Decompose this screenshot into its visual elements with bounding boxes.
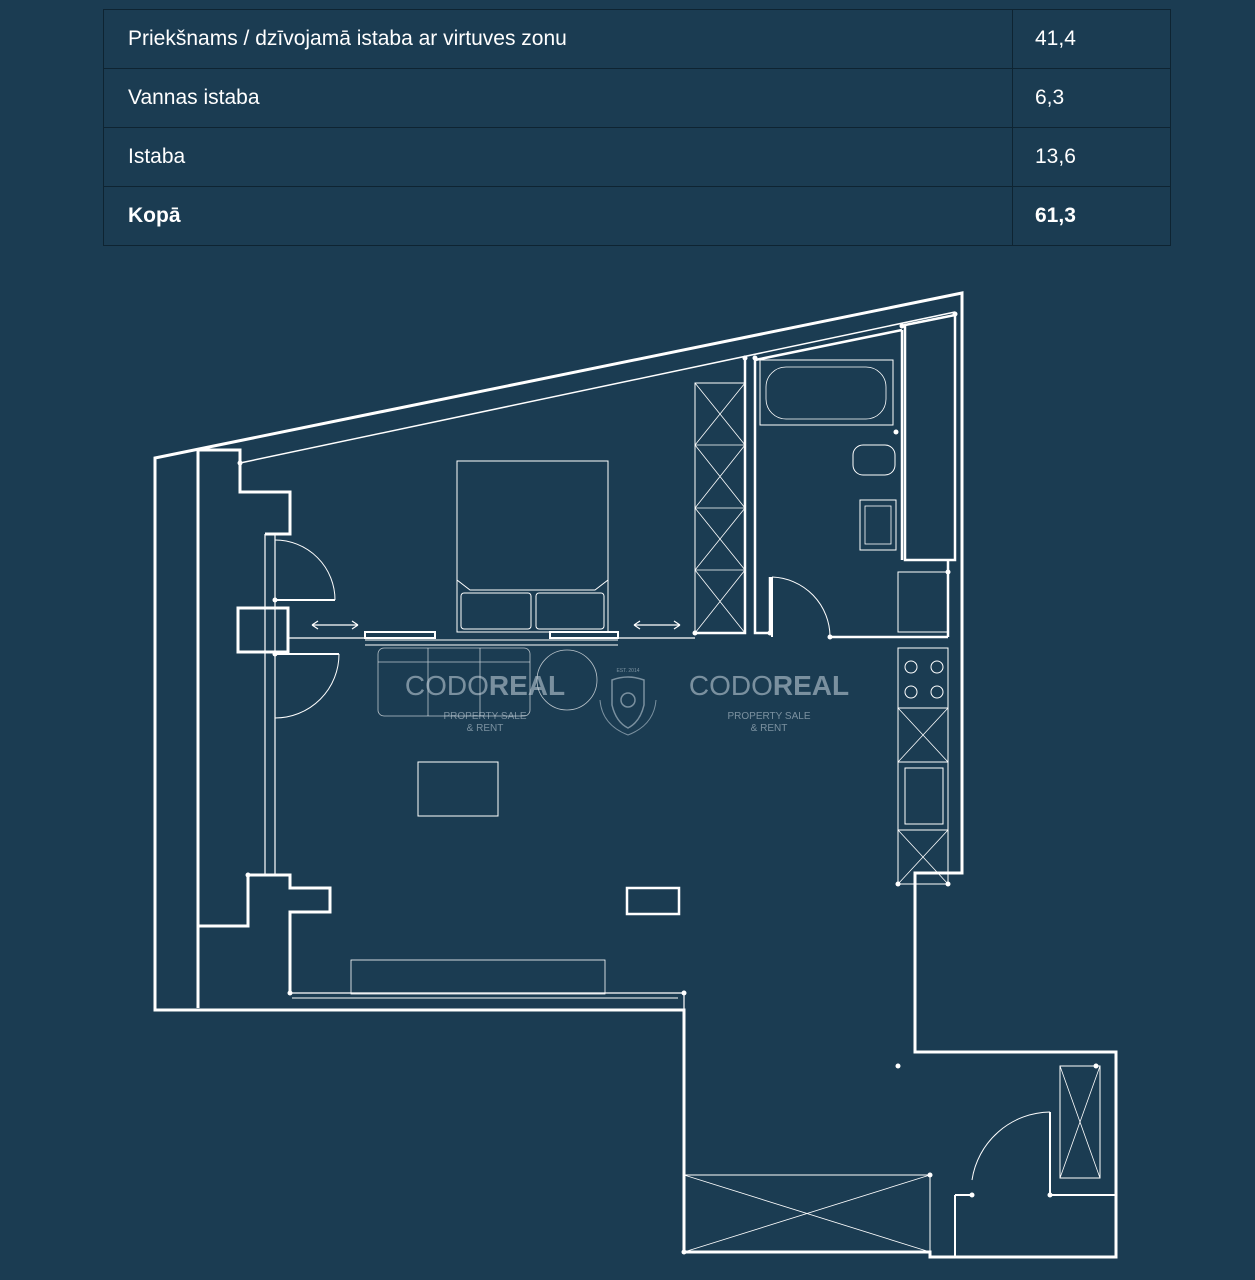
table-total-row: Kopā 61,3 <box>103 186 1171 246</box>
watermark-brand-right: CODOREAL <box>689 670 849 701</box>
pillow-left <box>460 592 532 630</box>
tv-unit <box>625 886 681 916</box>
hall-walls <box>954 1194 1116 1257</box>
door-swing-bath <box>771 576 831 638</box>
toilet <box>852 444 896 476</box>
total-area: 61,3 <box>1012 186 1171 246</box>
round-table <box>536 649 598 711</box>
crest-icon <box>599 676 657 736</box>
bath-sink <box>859 499 897 551</box>
watermark-tagline: & RENT <box>467 723 504 734</box>
door-swing-upper <box>274 539 336 601</box>
sideboard <box>350 959 606 995</box>
bathroom-walls <box>754 328 950 639</box>
pillow-right <box>535 592 605 630</box>
washing-machine <box>897 571 949 633</box>
room-area: 41,4 <box>1012 9 1171 69</box>
left-niche-top <box>198 448 292 536</box>
total-label: Kopā <box>103 186 1013 246</box>
kitchen-counter <box>897 647 949 885</box>
outer-wall <box>153 291 1118 1259</box>
coffee-table <box>417 761 499 817</box>
sliding-door-right <box>549 631 619 639</box>
watermark-tagline: PROPERTY SALE <box>444 711 527 722</box>
balcony-cross <box>683 1174 931 1253</box>
bath-sink-inner <box>864 505 892 545</box>
kitchen-divisions <box>898 707 948 831</box>
window-jambs <box>264 534 276 875</box>
table-row: Priekšnams / dzīvojamā istaba ar virtuve… <box>103 9 1171 69</box>
balcony-area <box>683 1174 931 1253</box>
kitchen-cross <box>897 707 949 885</box>
room-name: Istaba <box>103 127 1013 187</box>
arrow-right <box>633 620 681 630</box>
bed-cover <box>456 579 609 591</box>
kitchen-sink <box>904 767 944 825</box>
watermark-tagline: & RENT <box>751 723 788 734</box>
door-swing-entry <box>971 1111 1051 1181</box>
room-area-table: Priekšnams / dzīvojamā istaba ar virtuve… <box>103 9 1171 246</box>
table-row: Istaba 13,6 <box>103 127 1171 187</box>
watermark-tagline: PROPERTY SALE <box>728 711 811 722</box>
entry-closet <box>1059 1065 1101 1179</box>
bathtub-inner <box>765 366 887 420</box>
watermark-brand-left: CODOREAL <box>405 670 565 701</box>
sliding-door-left <box>364 631 436 639</box>
room-name: Priekšnams / dzīvojamā istaba ar virtuve… <box>103 9 1013 69</box>
watermark-est: EST. 2014 <box>616 668 639 674</box>
inner-wall-top <box>239 311 956 464</box>
bottom-inner-wall <box>290 992 685 1252</box>
left-pier <box>236 606 290 654</box>
watermark: CODOREAL PROPERTY SALE & RENT CODOREAL P… <box>405 668 849 736</box>
right-closet <box>903 313 957 562</box>
sliding-track <box>365 639 618 646</box>
left-niche-bottom <box>198 873 332 993</box>
door-swing-lower <box>274 653 340 719</box>
arrow-left <box>311 620 359 630</box>
sofa <box>377 647 531 717</box>
room-area: 6,3 <box>1012 68 1171 128</box>
wardrobe-wall <box>695 360 772 635</box>
wardrobe-cross <box>694 382 746 634</box>
bed <box>456 460 609 633</box>
bathtub <box>759 359 894 426</box>
